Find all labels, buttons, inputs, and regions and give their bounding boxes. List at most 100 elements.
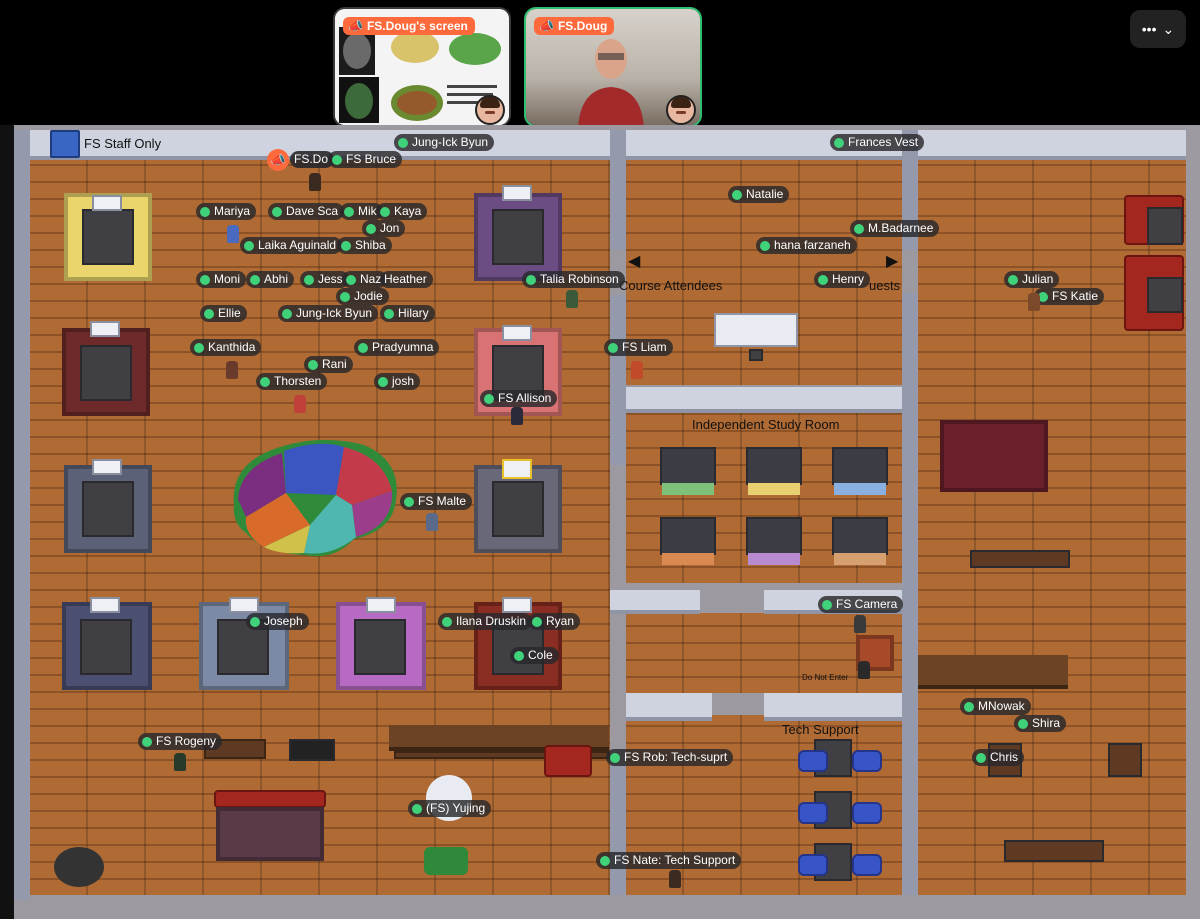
- player-tag[interactable]: Kaya: [376, 203, 428, 220]
- player-avatar[interactable]: [294, 395, 306, 413]
- screen-share-tile[interactable]: 📣 FS.Doug's screen: [333, 7, 511, 127]
- game-map[interactable]: FS Staff Only Course Attendees uests ◀: [14, 125, 1200, 919]
- player-tag[interactable]: hana farzaneh: [756, 237, 857, 254]
- player-tag[interactable]: Thorsten: [256, 373, 328, 390]
- player-tag[interactable]: FS Rob: Tech-suprt: [606, 749, 734, 766]
- player-tag[interactable]: Ellie: [200, 305, 247, 322]
- round-table[interactable]: [54, 847, 104, 887]
- whiteboard[interactable]: [90, 321, 120, 337]
- player-avatar[interactable]: [669, 870, 681, 888]
- player-tag[interactable]: Chris: [972, 749, 1025, 766]
- player-tag[interactable]: Talia Robinson: [522, 271, 625, 288]
- whiteboard[interactable]: [366, 597, 396, 613]
- player-tag[interactable]: Jung-Ick Byun: [278, 305, 379, 322]
- player-tag[interactable]: FS Liam: [604, 339, 673, 356]
- brain-model[interactable]: [224, 435, 404, 563]
- player-tag[interactable]: Moni: [196, 271, 247, 288]
- player-tag[interactable]: Shiba: [337, 237, 392, 254]
- player-avatar[interactable]: [511, 407, 523, 425]
- player-tag[interactable]: Jon: [362, 220, 406, 237]
- player-tag[interactable]: Jodie: [336, 288, 389, 305]
- player-tag[interactable]: Cole: [510, 647, 559, 664]
- whiteboard[interactable]: [502, 185, 532, 201]
- player-tag[interactable]: Jess: [300, 271, 349, 288]
- study-desk[interactable]: [746, 447, 802, 495]
- speaker-name-tag[interactable]: FS.Do: [290, 151, 335, 168]
- player-tag[interactable]: FS Malte: [400, 493, 473, 510]
- long-table[interactable]: [970, 550, 1070, 568]
- meeting-table[interactable]: [80, 345, 132, 401]
- whiteboard[interactable]: [502, 459, 532, 479]
- whiteboard[interactable]: [502, 597, 532, 613]
- player-tag[interactable]: Shira: [1014, 715, 1067, 732]
- player-avatar[interactable]: [566, 290, 578, 308]
- player-avatar[interactable]: [174, 753, 186, 771]
- player-tag[interactable]: FS Katie: [1034, 288, 1105, 305]
- player-avatar[interactable]: [426, 513, 438, 531]
- player-tag[interactable]: Hilary: [380, 305, 435, 322]
- whiteboard[interactable]: [92, 459, 122, 475]
- megaphone-icon[interactable]: 📣: [267, 149, 289, 171]
- player-tag[interactable]: Mariya: [196, 203, 257, 220]
- reception-desk[interactable]: [714, 313, 798, 347]
- player-tag[interactable]: Naz: [342, 271, 388, 288]
- study-desk[interactable]: [660, 447, 716, 495]
- player-tag[interactable]: Natalie: [728, 186, 790, 203]
- study-desk[interactable]: [660, 517, 716, 565]
- player-tag[interactable]: Joseph: [246, 613, 309, 630]
- player-tag[interactable]: Kanthida: [190, 339, 262, 356]
- meeting-table[interactable]: [354, 619, 406, 675]
- whiteboard[interactable]: [502, 325, 532, 341]
- whiteboard[interactable]: [92, 195, 122, 211]
- player-avatar[interactable]: [1028, 293, 1040, 311]
- player-tag[interactable]: Frances Vest: [830, 134, 925, 151]
- table[interactable]: [1108, 743, 1142, 777]
- player-tag[interactable]: FS Camera: [818, 596, 904, 613]
- player-tag[interactable]: Pradyumna: [354, 339, 440, 356]
- study-desk[interactable]: [746, 517, 802, 565]
- study-desk[interactable]: [832, 447, 888, 495]
- player-tag[interactable]: FS Bruce: [328, 151, 403, 168]
- player-avatar[interactable]: [227, 225, 239, 243]
- player-tag[interactable]: Rani: [304, 356, 353, 373]
- meeting-table[interactable]: [217, 619, 269, 675]
- player-avatar[interactable]: [226, 361, 238, 379]
- meeting-table[interactable]: [82, 481, 134, 537]
- player-tag[interactable]: Dave Sca: [268, 203, 345, 220]
- player-avatar[interactable]: [858, 661, 870, 679]
- piano[interactable]: [289, 739, 335, 761]
- player-tag[interactable]: M.Badarnee: [850, 220, 940, 237]
- long-table[interactable]: [1004, 840, 1104, 862]
- whiteboard[interactable]: [90, 597, 120, 613]
- more-menu-button[interactable]: ••• ⌄: [1130, 10, 1186, 48]
- player-tag[interactable]: Jung-Ick Byun: [394, 134, 495, 151]
- study-desk[interactable]: [832, 517, 888, 565]
- meeting-table[interactable]: [492, 481, 544, 537]
- player-tag[interactable]: Heather: [380, 271, 433, 288]
- player-tag[interactable]: FS Rogeny: [138, 733, 223, 750]
- sofa: [214, 790, 326, 808]
- player-tag[interactable]: Ilana Druskin: [438, 613, 533, 630]
- player-tag[interactable]: Mik: [340, 203, 383, 220]
- table[interactable]: [1147, 277, 1183, 313]
- table[interactable]: [1147, 207, 1183, 245]
- player-tag[interactable]: (FS) Yujing: [408, 800, 492, 817]
- player-tag[interactable]: josh: [374, 373, 421, 390]
- whiteboard[interactable]: [229, 597, 259, 613]
- player-tag[interactable]: MNowak: [960, 698, 1031, 715]
- player-tag[interactable]: Laika Aguinald: [240, 237, 343, 254]
- player-avatar[interactable]: [631, 361, 643, 379]
- meeting-table[interactable]: [82, 209, 134, 265]
- player-avatar[interactable]: [854, 615, 866, 633]
- pool-table[interactable]: [424, 847, 468, 875]
- meeting-table[interactable]: [80, 619, 132, 675]
- player-tag[interactable]: Julian: [1004, 271, 1060, 288]
- player-tag[interactable]: Abhi: [246, 271, 295, 288]
- player-avatar[interactable]: [309, 173, 321, 191]
- player-tag[interactable]: FS Allison: [480, 390, 558, 407]
- player-tag[interactable]: Ryan: [528, 613, 581, 630]
- video-tile[interactable]: 📣 FS.Doug: [524, 7, 702, 127]
- player-tag[interactable]: FS Nate: Tech Support: [596, 852, 742, 869]
- meeting-table[interactable]: [492, 209, 544, 265]
- player-tag[interactable]: Henry: [814, 271, 871, 288]
